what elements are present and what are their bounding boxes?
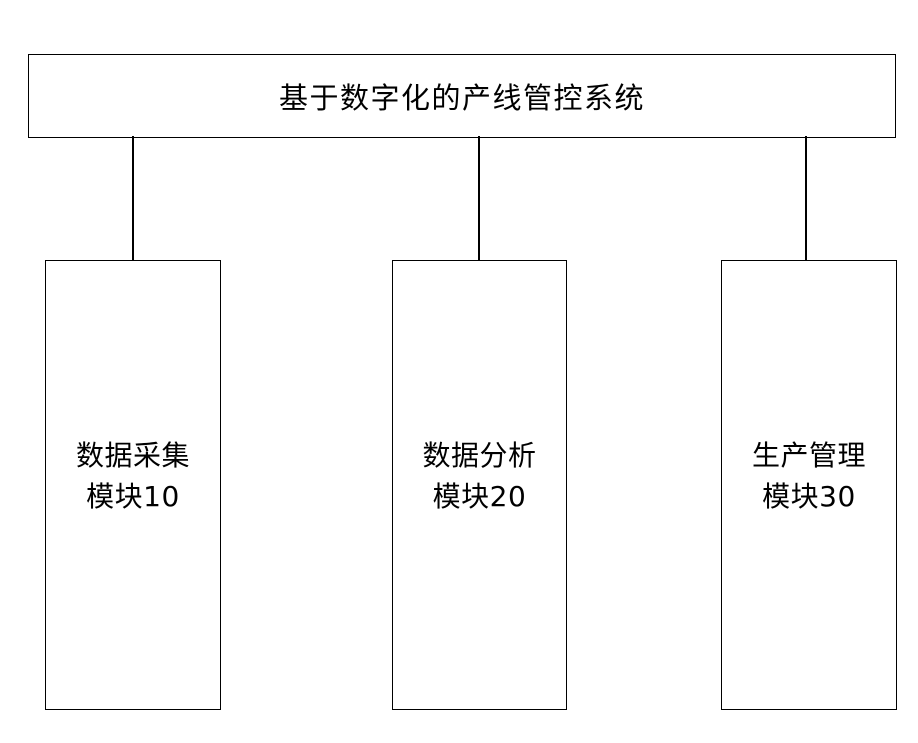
root-node-label: 基于数字化的产线管控系统: [278, 81, 645, 116]
module-node-label: 生产管理 模块30: [751, 439, 866, 513]
module-node-production-management: 生产管理 模块30: [721, 260, 897, 710]
module-node-data-acquisition: 数据采集 模块10: [45, 260, 221, 710]
connector-root-to-module-1: [478, 136, 480, 261]
connector-root-to-module-2: [805, 136, 807, 261]
connector-root-to-module-0: [132, 136, 134, 261]
module-node-label: 数据采集 模块10: [75, 439, 190, 513]
root-node-system: 基于数字化的产线管控系统: [28, 54, 896, 138]
module-node-label: 数据分析 模块20: [422, 439, 537, 513]
module-node-data-analysis: 数据分析 模块20: [392, 260, 567, 710]
